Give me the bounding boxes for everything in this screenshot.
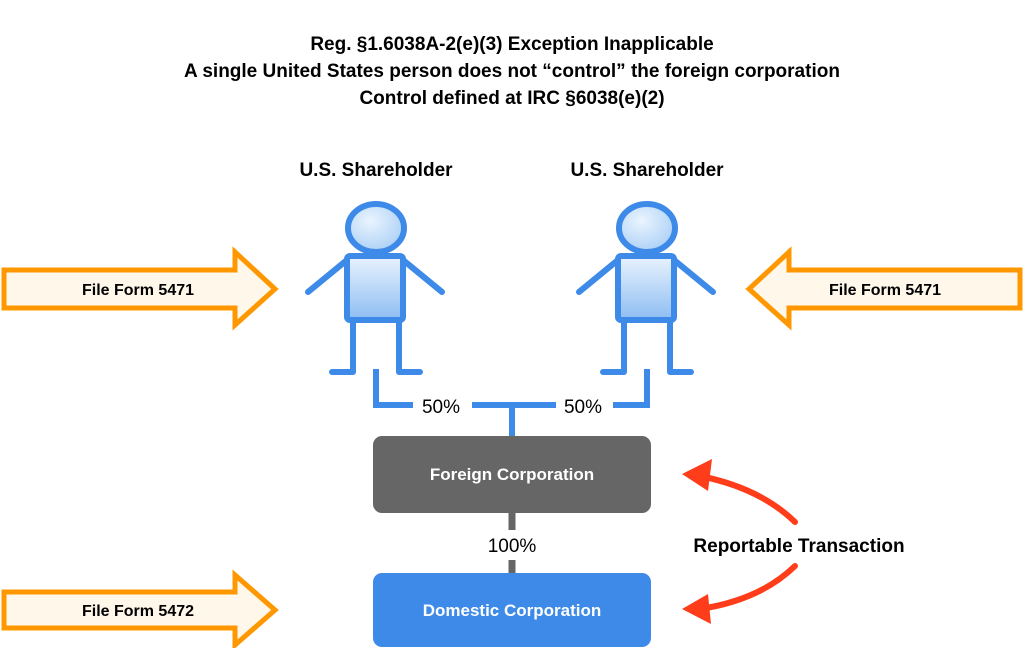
form-5472-label: File Form 5472 bbox=[82, 603, 194, 620]
ownership-pct-domestic: 100% bbox=[488, 536, 537, 557]
shareholder-label-right: U.S. Shareholder bbox=[570, 160, 724, 181]
title-line-3: Control defined at IRC §6038(e)(2) bbox=[359, 88, 664, 109]
ownership-pct-right: 50% bbox=[564, 397, 602, 418]
ownership-connector bbox=[373, 369, 650, 439]
person-torso-left bbox=[344, 253, 406, 323]
person-leg-right-b bbox=[667, 317, 694, 375]
reportable-transaction-arrows bbox=[682, 459, 798, 624]
transaction-curve-up bbox=[697, 473, 798, 525]
person-icon bbox=[305, 201, 445, 375]
shareholder-label-left: U.S. Shareholder bbox=[299, 160, 453, 181]
connector-right-segment bbox=[613, 369, 650, 408]
form-5471-label-left: File Form 5471 bbox=[82, 282, 194, 299]
person-arm-right-a bbox=[576, 257, 621, 295]
person-arm-left-b bbox=[400, 257, 445, 295]
transaction-curve-down bbox=[697, 563, 798, 612]
person-icon bbox=[576, 201, 716, 375]
title-line-1: Reg. §1.6038A-2(e)(3) Exception Inapplic… bbox=[310, 34, 713, 55]
arrowhead-icon bbox=[682, 594, 711, 624]
ownership-pct-left: 50% bbox=[422, 397, 460, 418]
foreign-corporation-label: Foreign Corporation bbox=[430, 465, 594, 484]
person-arm-right-b bbox=[671, 257, 716, 295]
person-torso-right bbox=[615, 253, 677, 323]
domestic-corporation-box bbox=[373, 573, 651, 647]
person-head-right bbox=[616, 201, 678, 255]
person-leg-left-a bbox=[329, 317, 356, 375]
person-arm-left-a bbox=[305, 257, 350, 295]
form-5471-label-right: File Form 5471 bbox=[829, 282, 941, 299]
person-head-left bbox=[345, 201, 407, 255]
form-5471-arrow-left: File Form 5471 bbox=[1, 246, 279, 331]
foreign-corporation-box bbox=[373, 436, 651, 513]
title-line-2: A single United States person does not “… bbox=[184, 61, 840, 82]
arrowhead-icon bbox=[682, 459, 712, 491]
form-5472-arrow: File Form 5472 bbox=[1, 569, 279, 651]
person-leg-right-a bbox=[600, 317, 627, 375]
person-leg-left-b bbox=[396, 317, 423, 375]
title-block: Reg. §1.6038A-2(e)(3) Exception Inapplic… bbox=[184, 34, 840, 109]
reportable-transaction-label: Reportable Transaction bbox=[693, 536, 904, 557]
domestic-corporation-label: Domestic Corporation bbox=[423, 601, 602, 620]
form-5471-arrow-right: File Form 5471 bbox=[745, 246, 1023, 331]
connector-left-segment bbox=[373, 369, 413, 408]
